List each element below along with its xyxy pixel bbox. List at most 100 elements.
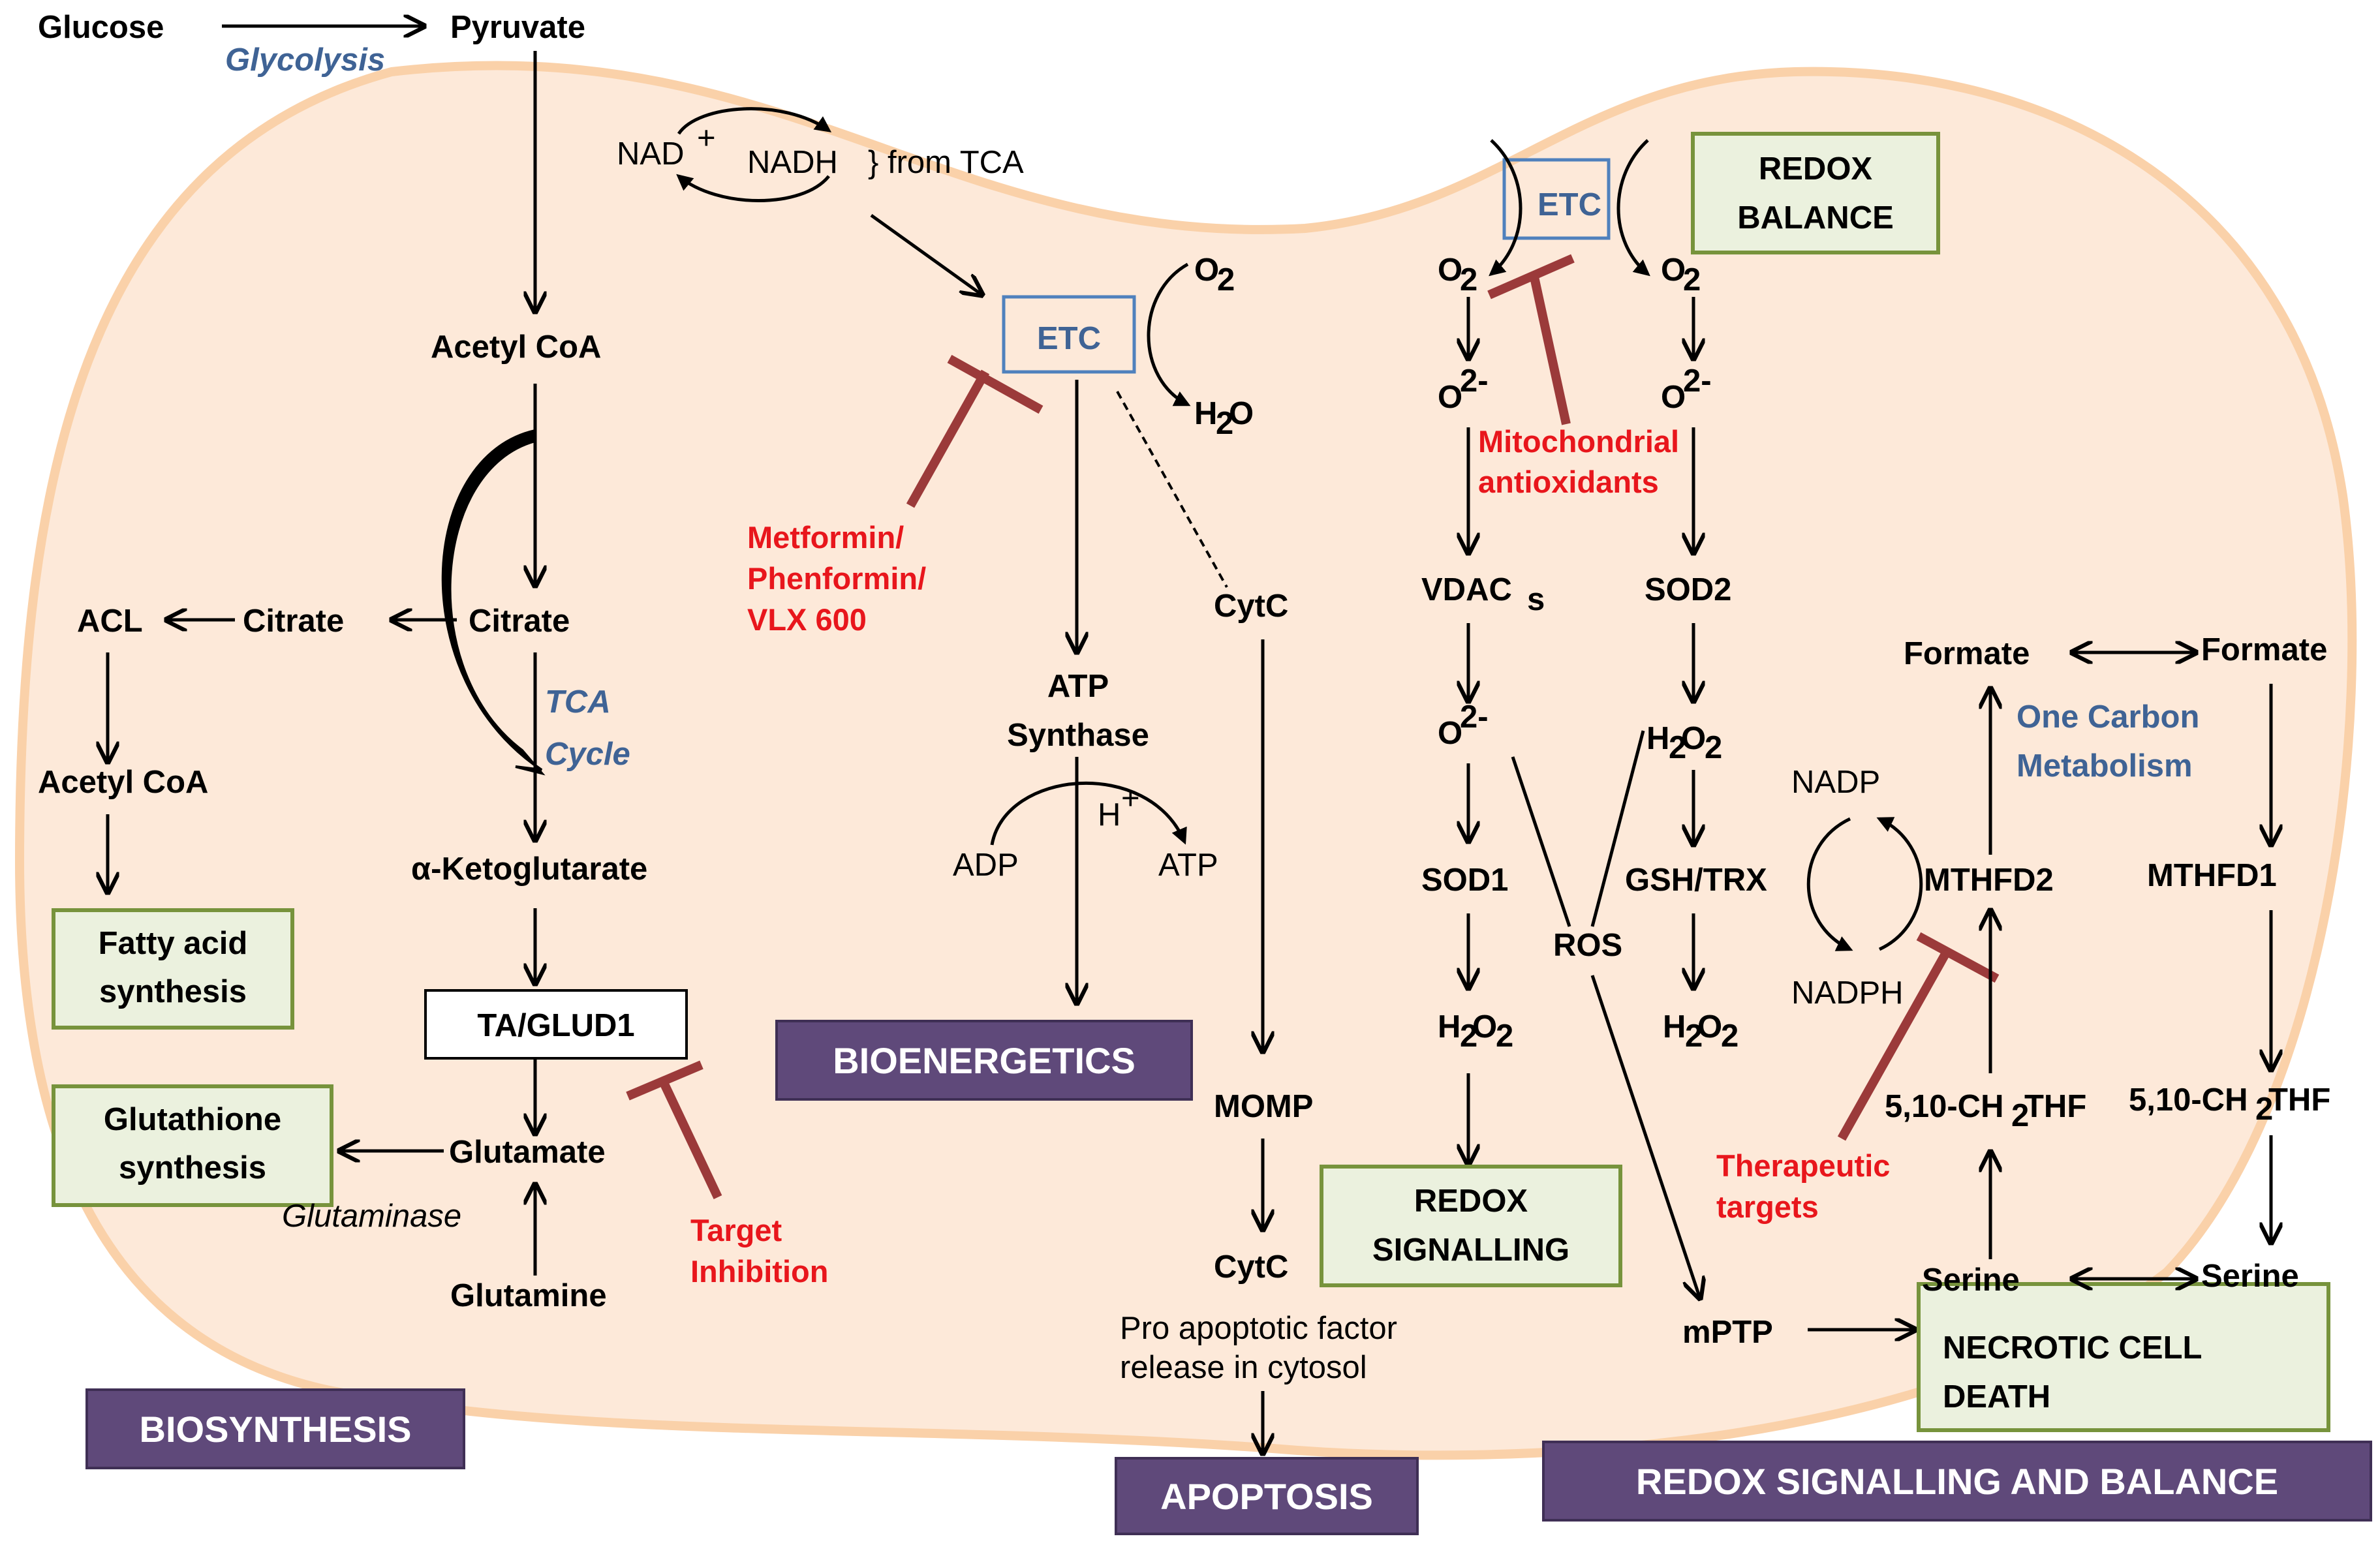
h2o-h: H bbox=[1194, 396, 1217, 431]
left-h2o2-h: H bbox=[1438, 1009, 1460, 1045]
bottom-h2o2-sub1: 2 bbox=[1685, 1018, 1703, 1054]
ros-to-mptp-arrow bbox=[1590, 975, 1700, 1298]
glutaminase-label: Glutaminase bbox=[282, 1199, 461, 1234]
right-superoxide-sup: 2- bbox=[1683, 363, 1712, 399]
right-h2o2-h: H bbox=[1646, 721, 1669, 756]
target-inhibition-line2: Inhibition bbox=[690, 1254, 828, 1289]
mptp-label: mPTP bbox=[1682, 1315, 1773, 1350]
nad-to-nadh-arrow bbox=[677, 107, 832, 135]
atp-synthase-line2: Synthase bbox=[1007, 718, 1149, 753]
pyruvate-label: Pyruvate bbox=[450, 10, 585, 45]
cell-outline bbox=[14, 61, 2357, 1460]
biosynthesis-banner bbox=[85, 1388, 465, 1469]
bottom-h2o2-h: H bbox=[1663, 1009, 1686, 1045]
glutathione-line2: synthesis bbox=[119, 1150, 266, 1186]
cytc-top-label: CytC bbox=[1214, 589, 1288, 624]
h2o-sub: 2 bbox=[1216, 406, 1233, 441]
glycolysis-label: Glycolysis bbox=[225, 42, 385, 78]
cycle-label: Cycle bbox=[545, 737, 630, 772]
redox-signalling-line2: SIGNALLING bbox=[1372, 1232, 1569, 1268]
metformin-line3: VLX 600 bbox=[747, 602, 867, 637]
redox-etc-box bbox=[1502, 158, 1611, 240]
etc-o2-label: O bbox=[1194, 252, 1219, 288]
ch2thf-left-b: THF bbox=[2024, 1089, 2086, 1124]
bottom-h2o2-o: O bbox=[1697, 1009, 1722, 1045]
left-o2-sub: 2 bbox=[1460, 262, 1477, 298]
glutamate-label: Glutamate bbox=[449, 1135, 606, 1170]
metformin-line1: Metformin/ bbox=[747, 520, 904, 555]
right-h2o2-sub1: 2 bbox=[1669, 730, 1686, 765]
nadph-to-nadp-arrow bbox=[1876, 817, 1923, 951]
ch2thf-right-b: THF bbox=[2268, 1082, 2330, 1118]
from-tca-label: } from TCA bbox=[868, 145, 1024, 180]
serine-left-label: Serine bbox=[1922, 1262, 2020, 1298]
left-superoxide-label: O bbox=[1438, 380, 1462, 415]
nad-label: NAD bbox=[617, 136, 684, 172]
necrotic-cell-death-box bbox=[1917, 1282, 2330, 1432]
redox-banner-text: REDOX SIGNALLING AND BALANCE bbox=[1636, 1461, 2278, 1502]
biosynthesis-banner-text: BIOSYNTHESIS bbox=[140, 1409, 412, 1450]
left-h2o2-sub2: 2 bbox=[1496, 1018, 1513, 1054]
ch2thf-right-a: 5,10-CH bbox=[2129, 1082, 2248, 1118]
target-inhibition-bar bbox=[626, 1060, 703, 1101]
mito-antioxidants-line2: antioxidants bbox=[1478, 465, 1659, 499]
etc-to-left-o2-arrow bbox=[1489, 139, 1522, 277]
one-carbon-line2: Metabolism bbox=[2017, 748, 2193, 784]
acl-label: ACL bbox=[77, 604, 143, 639]
left-o2-label: O bbox=[1438, 252, 1462, 288]
ta-glud1-label: TA/GLUD1 bbox=[477, 1008, 634, 1043]
therapeutic-inhibitor-bar bbox=[1916, 932, 2000, 983]
right-o2-label: O bbox=[1661, 252, 1686, 288]
sod2-label: SOD2 bbox=[1645, 572, 1731, 607]
right-h2o2-o: O bbox=[1681, 721, 1706, 756]
sod1-label: SOD1 bbox=[1421, 863, 1508, 898]
redox-balance-line1: REDOX bbox=[1759, 151, 1873, 187]
vdac-superoxide-sup: 2- bbox=[1460, 699, 1489, 735]
alpha-ketoglutarate-label: α-Ketoglutarate bbox=[411, 851, 647, 887]
redox-balance-line2: BALANCE bbox=[1737, 200, 1894, 236]
release-line1: Pro apoptotic factor bbox=[1120, 1311, 1397, 1346]
etc-to-cytc-dashed bbox=[1116, 391, 1228, 588]
mito-antioxidant-inhibitor-bar bbox=[1487, 254, 1575, 299]
glutathione-synthesis-box bbox=[52, 1084, 333, 1207]
cytc-bottom-label: CytC bbox=[1214, 1249, 1288, 1285]
atp-synthase-line1: ATP bbox=[1047, 669, 1109, 704]
mito-antioxidants-line1: Mitochondrial bbox=[1478, 424, 1679, 459]
adp-to-atp-arrow bbox=[990, 782, 1187, 846]
etc-o2-sub: 2 bbox=[1217, 262, 1235, 298]
target-inhibition-line1: Target bbox=[690, 1213, 782, 1247]
tca-label: TCA bbox=[545, 684, 611, 720]
left-superoxide-sup: 2- bbox=[1460, 363, 1489, 399]
metformin-inhibitor bbox=[906, 369, 990, 508]
left-h2o2-o: O bbox=[1472, 1009, 1497, 1045]
o2-to-h2o-arrow bbox=[1147, 262, 1191, 406]
formate-right-label: Formate bbox=[2201, 632, 2327, 667]
h2o-o: O bbox=[1229, 396, 1254, 431]
h-plus-sup: + bbox=[1121, 781, 1140, 816]
glutathione-line1: Glutathione bbox=[104, 1102, 281, 1137]
bottom-h2o2-sub2: 2 bbox=[1721, 1018, 1739, 1054]
mthfd1-label: MTHFD1 bbox=[2147, 858, 2277, 893]
nadh-to-etc-arrow bbox=[870, 213, 982, 295]
ta-glud1-box bbox=[424, 989, 688, 1060]
momp-label: MOMP bbox=[1214, 1089, 1313, 1124]
apoptosis-banner-text: APOPTOSIS bbox=[1160, 1476, 1373, 1517]
acetyl-coa-label: Acetyl CoA bbox=[431, 329, 601, 365]
redox-balance-box bbox=[1691, 132, 1940, 254]
left-h2o2-sub1: 2 bbox=[1460, 1018, 1477, 1054]
necrotic-line2: DEATH bbox=[1943, 1379, 2050, 1415]
one-carbon-line1: One Carbon bbox=[2017, 699, 2199, 735]
ch2thf-right-sub: 2 bbox=[2255, 1092, 2273, 1127]
nadp-label: NADP bbox=[1791, 765, 1880, 800]
formate-left-label: Formate bbox=[1904, 636, 2030, 671]
nadh-label: NADH bbox=[747, 145, 838, 180]
serine-right-label: Serine bbox=[2201, 1259, 2299, 1294]
ch2thf-left-sub: 2 bbox=[2011, 1098, 2029, 1133]
redox-signalling-box bbox=[1320, 1165, 1622, 1287]
necrotic-line1: NECROTIC CELL bbox=[1943, 1330, 2202, 1366]
metformin-line2: Phenformin/ bbox=[747, 561, 926, 596]
therapeutic-line1: Therapeutic bbox=[1716, 1148, 1890, 1183]
h-plus-label: H bbox=[1098, 797, 1120, 833]
nadh-to-nad-arrow bbox=[676, 174, 830, 202]
